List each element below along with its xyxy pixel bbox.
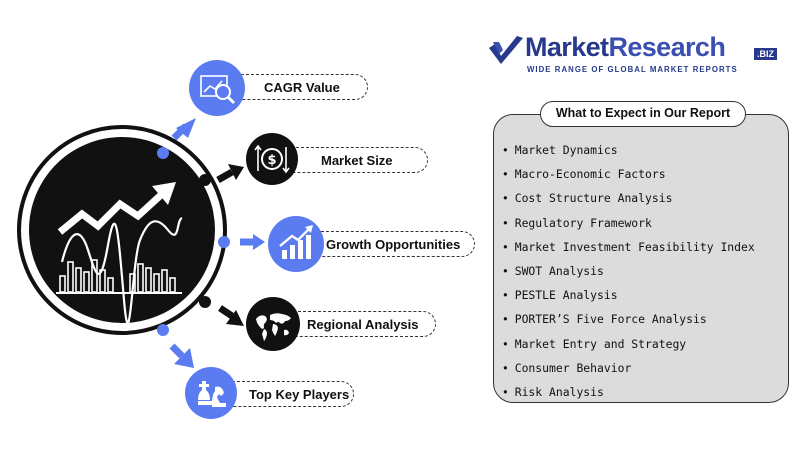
- connector-dot-5: [157, 324, 169, 336]
- bullet: •: [502, 312, 509, 327]
- trend-line-icon: [60, 216, 183, 324]
- node-market-size: Market Size: [278, 147, 428, 173]
- logo-tagline: WIDE RANGE OF GLOBAL MARKET REPORTS: [527, 65, 738, 74]
- dollar-cycle-icon: $: [246, 133, 298, 185]
- list-item: •PESTLE Analysis: [502, 288, 618, 303]
- bullet: •: [502, 191, 509, 206]
- outer-ring: [17, 125, 227, 335]
- list-item: •SWOT Analysis: [502, 264, 604, 279]
- bullet: •: [502, 239, 509, 254]
- inner-disc: [29, 137, 215, 323]
- bullet: •: [502, 384, 509, 399]
- node-growth-opportunities: Growth Opportunities: [303, 231, 475, 257]
- svg-text:$: $: [267, 153, 276, 168]
- logo-check-icon: [489, 36, 523, 64]
- list-item: •Consumer Behavior: [502, 360, 632, 375]
- node-regional-analysis: Regional Analysis: [280, 311, 436, 337]
- bullet: •: [502, 143, 509, 158]
- arrow-regional: [226, 310, 244, 326]
- node-label: Regional Analysis: [307, 316, 419, 332]
- list-item: •Macro-Economic Factors: [502, 167, 666, 182]
- bullet: •: [502, 264, 509, 279]
- chess-pieces-icon: [185, 367, 237, 419]
- list-item: •Cost Structure Analysis: [502, 191, 673, 206]
- node-label: Top Key Players: [249, 386, 350, 402]
- node-label: Market Size: [321, 152, 393, 168]
- report-title: What to Expect in Our Report: [540, 101, 746, 127]
- growth-bar-chart-icon: [268, 216, 324, 272]
- node-cagr-value: CAGR Value: [228, 74, 368, 100]
- arrow-market-size: [228, 164, 244, 180]
- node-label: CAGR Value: [264, 79, 340, 95]
- bullet: •: [502, 167, 509, 182]
- list-item: •Market Investment Feasibility Index: [502, 239, 755, 254]
- growth-arrow-icon: [57, 191, 165, 235]
- bullet: •: [502, 360, 509, 375]
- bullet: •: [502, 288, 509, 303]
- list-item: •Risk Analysis: [502, 384, 604, 399]
- world-map-icon: [246, 297, 300, 351]
- list-item: •Market Entry and Strategy: [502, 336, 687, 351]
- list-item: •PORTER’S Five Force Analysis: [502, 312, 707, 327]
- logo-name-part1: Market: [525, 32, 609, 62]
- connector-dot-2: [199, 174, 211, 186]
- list-item: •Regulatory Framework: [502, 215, 652, 230]
- brand-logo: MarketResearch .BIZ WIDE RANGE OF GLOBAL…: [487, 32, 787, 78]
- arrow-growth: [253, 234, 265, 250]
- arrow-key-players: [174, 348, 194, 368]
- bullet: •: [502, 336, 509, 351]
- connector-dot-3: [218, 236, 230, 248]
- node-top-key-players: Top Key Players: [214, 381, 354, 407]
- connector-dot-4: [199, 296, 211, 308]
- report-panel: [493, 114, 789, 403]
- logo-suffix: .BIZ: [754, 48, 777, 60]
- connector-dot-1: [157, 147, 169, 159]
- list-item: •Market Dynamics: [502, 143, 618, 158]
- logo-name-part2: Research: [608, 32, 726, 62]
- report-list: •Market Dynamics •Macro-Economic Factors…: [502, 138, 755, 404]
- node-label: Growth Opportunities: [326, 236, 461, 252]
- bullet: •: [502, 215, 509, 230]
- chart-magnifier-icon: [189, 60, 245, 116]
